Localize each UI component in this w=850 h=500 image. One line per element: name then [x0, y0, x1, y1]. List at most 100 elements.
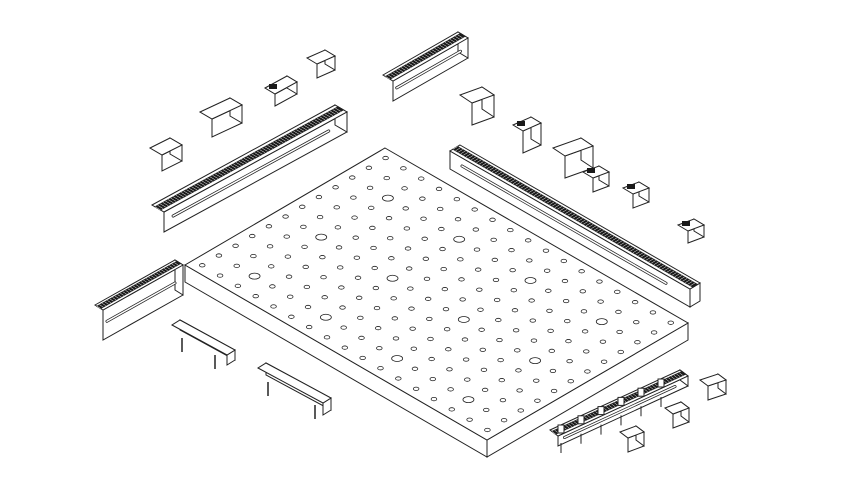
rail-tooth [269, 143, 276, 148]
rail-tooth [154, 206, 161, 211]
rail-tooth [471, 156, 476, 160]
plate-hole [372, 285, 380, 291]
plate-hole [492, 277, 500, 283]
plate-hole [429, 376, 436, 382]
rail-tooth [666, 269, 672, 273]
plate-hole [357, 315, 364, 320]
plate-hole [335, 245, 343, 250]
plate-hole [334, 225, 342, 230]
plate-bore-hole [462, 396, 475, 404]
rail-tooth [262, 147, 268, 152]
plate-hole [351, 215, 358, 220]
clamp-stud [577, 415, 585, 425]
rail-tooth [387, 74, 393, 78]
rail-tooth [665, 378, 670, 382]
rail-tooth [591, 225, 596, 229]
rail-tooth [609, 236, 615, 240]
rail-tooth [656, 263, 662, 267]
plate-hole [508, 248, 515, 253]
rail-tooth [167, 199, 174, 203]
rail-tooth [674, 273, 680, 277]
rail-tooth [533, 192, 539, 196]
plate-hole [491, 257, 499, 262]
plate-hole [355, 295, 363, 300]
plate-hole [561, 278, 569, 284]
plate-hole [412, 386, 420, 391]
plate-bore-hole [524, 277, 537, 284]
plate-bore-hole [386, 274, 399, 282]
plate-hole [529, 318, 536, 323]
rail-tooth [452, 37, 458, 41]
plate-hole [374, 326, 382, 331]
rail-tooth [562, 209, 568, 213]
plate-hole [358, 335, 365, 340]
plate-hole [401, 186, 408, 191]
plate-hole [528, 298, 535, 303]
rail-tooth [611, 403, 616, 407]
clamping-components [94, 31, 728, 453]
plate-hole [268, 264, 275, 269]
rail-tooth [222, 169, 229, 173]
rail-tooth [635, 251, 641, 255]
box-top-face [263, 75, 299, 95]
rail-tooth [303, 125, 310, 129]
plate-hole [377, 366, 384, 371]
plate-hole [462, 357, 470, 362]
rail-tooth [324, 113, 331, 118]
plate-hole [323, 335, 331, 340]
rail-tooth [671, 376, 675, 380]
rail-tooth [120, 292, 124, 296]
rail-tooth [426, 52, 432, 56]
rail-tooth [158, 271, 163, 274]
plate-hole [283, 234, 290, 239]
rail-tooth [559, 207, 565, 211]
plate-hole [545, 288, 552, 293]
long-rail-left [150, 104, 349, 233]
rail-slot-inner [106, 282, 176, 322]
rail-tooth [578, 218, 583, 222]
rail-tooth [311, 120, 318, 125]
rail-tooth [690, 282, 696, 286]
rail-tooth [431, 49, 437, 53]
rail-tooth [332, 109, 339, 113]
plate-hole [478, 327, 485, 332]
rail-tooth [538, 195, 544, 199]
rail-tooth [400, 67, 406, 71]
rail-tooth [570, 422, 575, 426]
plate-hole [418, 176, 425, 181]
plate-bore-hole [381, 194, 394, 202]
plate-hole [547, 328, 554, 333]
plate-hole [631, 300, 639, 305]
plate-hole [350, 195, 357, 200]
box-top-face [198, 97, 244, 120]
rail-tooth [679, 276, 685, 280]
rail-tooth [170, 197, 177, 202]
rail-tooth [275, 140, 281, 145]
rail-tooth [314, 119, 320, 123]
rail-slot-inner [563, 385, 676, 439]
rail-tooth [512, 180, 518, 184]
rail-tooth [309, 122, 315, 126]
plate-hole [614, 289, 621, 294]
plate-hole [349, 175, 356, 180]
plate-hole [511, 308, 519, 313]
plate-hole [567, 379, 574, 384]
rail-slot-inner [461, 165, 667, 285]
plate-hole [419, 196, 426, 201]
rail-tooth [518, 183, 523, 187]
rail-tooth [191, 186, 198, 191]
rail-tooth [160, 203, 166, 208]
rail-tooth [296, 129, 302, 133]
rail-tooth [614, 402, 619, 406]
rail-tooth [494, 170, 500, 174]
plate-hole [359, 355, 366, 361]
plate-hole [430, 396, 438, 402]
clamp-stud [637, 387, 645, 397]
rail-tooth [486, 165, 492, 169]
rail-tooth [661, 266, 667, 270]
rail-tooth [648, 258, 654, 262]
rail-tooth [455, 36, 460, 40]
rail-tooth [458, 149, 463, 153]
rail-tooth [649, 386, 654, 390]
plate-hole [454, 217, 462, 222]
